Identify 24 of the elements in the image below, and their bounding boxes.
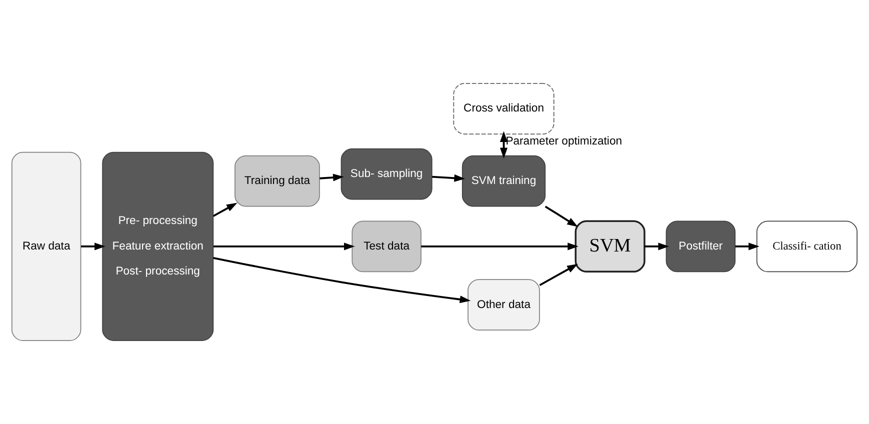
node-box: Raw data	[12, 152, 82, 341]
node-box: SVM training	[462, 155, 546, 207]
node-box: Training data	[234, 155, 320, 207]
arrow	[81, 242, 106, 250]
arrow	[500, 131, 508, 159]
arrow	[539, 264, 578, 286]
node-box: Pre- processing Feature extraction Post- processing	[102, 152, 214, 341]
arrow	[213, 256, 471, 304]
arrow	[213, 242, 355, 250]
arrow	[644, 242, 670, 250]
node-box: Cross validation	[453, 83, 554, 134]
arrow	[544, 206, 578, 227]
arrow	[320, 174, 344, 182]
node-box: Test data	[352, 220, 422, 272]
arrow	[421, 242, 578, 250]
node-box: Classifi- cation	[756, 220, 858, 272]
edge-label: Parameter optimization	[506, 136, 622, 148]
node-box: Other data	[468, 279, 540, 330]
arrow	[432, 174, 466, 182]
node-box: Sub- sampling	[340, 148, 432, 200]
arrow	[212, 202, 238, 217]
node-box: SVM	[574, 220, 646, 273]
node-box: Postfilter	[666, 220, 736, 272]
arrow	[735, 242, 760, 250]
